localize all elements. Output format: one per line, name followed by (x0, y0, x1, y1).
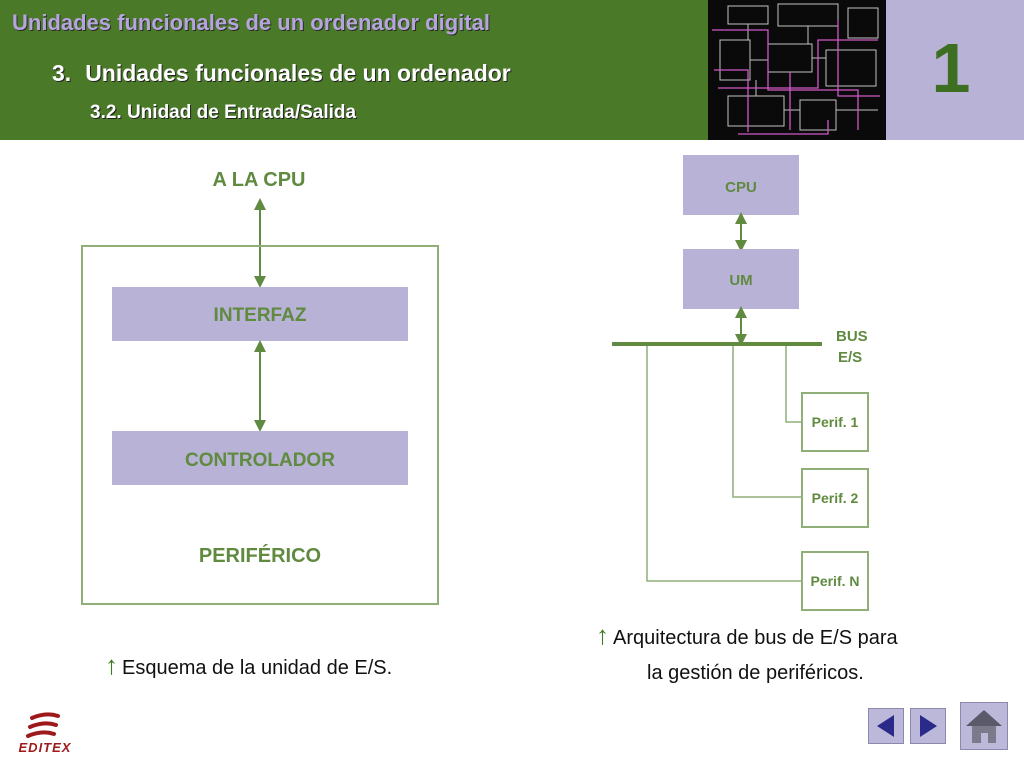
editex-logo: EDITEX (12, 712, 78, 758)
chapter-number: 1 (931, 29, 971, 107)
section-title-text: Unidades funcionales de un ordenador (85, 60, 511, 86)
caption-io-scheme: ↑Esquema de la unidad de E/S. (105, 650, 392, 681)
bus-connector-n (646, 346, 802, 582)
previous-arrow-icon (877, 715, 894, 737)
peripheral-frame (81, 245, 439, 605)
chapter-box: 1 (886, 0, 1024, 140)
peripheral-label-n: Perif. N (810, 573, 859, 589)
um-box (683, 249, 799, 309)
caption-bus-line1: ↑Arquitectura de bus de E/S para (596, 620, 898, 651)
bus-connector-1 (785, 346, 802, 423)
controller-box (112, 431, 408, 485)
bus-connector-2 (732, 346, 802, 498)
editex-logo-icon (26, 712, 60, 738)
cpu-label: CPU (725, 179, 757, 196)
caption-bus-text-line1: Arquitectura de bus de E/S para (613, 627, 898, 649)
peripheral-box-1 (801, 392, 869, 452)
circuit-board-image (708, 0, 886, 140)
interface-label: INTERFAZ (214, 305, 307, 326)
interface-box (112, 287, 408, 341)
home-icon (966, 710, 1002, 743)
up-arrow-icon: ↑ (596, 620, 609, 650)
up-arrow-icon: ↑ (105, 650, 118, 680)
io-diagrams: A LA CPU INTERFAZ CONTROLADOR PERIFÉRICO… (81, 155, 869, 611)
bus-label-line1: BUS (836, 328, 868, 345)
to-cpu-label: A LA CPU (213, 169, 306, 191)
peripheral-label-1: Perif. 1 (812, 414, 859, 430)
section-number: 3. (52, 60, 72, 86)
cpu-box (683, 155, 799, 215)
peripheral-label: PERIFÉRICO (199, 544, 321, 567)
subsection-title: 3.2. Unidad de Entrada/Salida (90, 102, 357, 123)
next-button[interactable] (910, 708, 946, 744)
caption-io-scheme-text: Esquema de la unidad de E/S. (122, 657, 393, 679)
peripheral-box-n (801, 551, 869, 611)
caption-bus-text-line2: la gestión de periféricos. (647, 662, 864, 684)
bus-label-line2: E/S (838, 349, 862, 366)
peripheral-label-2: Perif. 2 (812, 490, 859, 506)
um-label: UM (729, 272, 752, 289)
header-bar: Unidades funcionales de un ordenador dig… (0, 0, 1024, 140)
previous-button[interactable] (868, 708, 904, 744)
editex-logo-text: EDITEX (18, 740, 72, 755)
home-button[interactable] (960, 702, 1008, 750)
io-unit-scheme: A LA CPU INTERFAZ CONTROLADOR PERIFÉRICO (81, 169, 439, 605)
header-title: Unidades funcionales de un ordenador dig… (12, 10, 490, 35)
section-title: 3. Unidades funcionales de un ordenador (52, 60, 511, 87)
next-arrow-icon (920, 715, 937, 737)
bus-architecture: CPU UM BUS E/S Perif. 1 Perif. 2 Perif. … (612, 155, 869, 611)
peripheral-box-2 (801, 468, 869, 528)
controller-label: CONTROLADOR (185, 450, 335, 471)
